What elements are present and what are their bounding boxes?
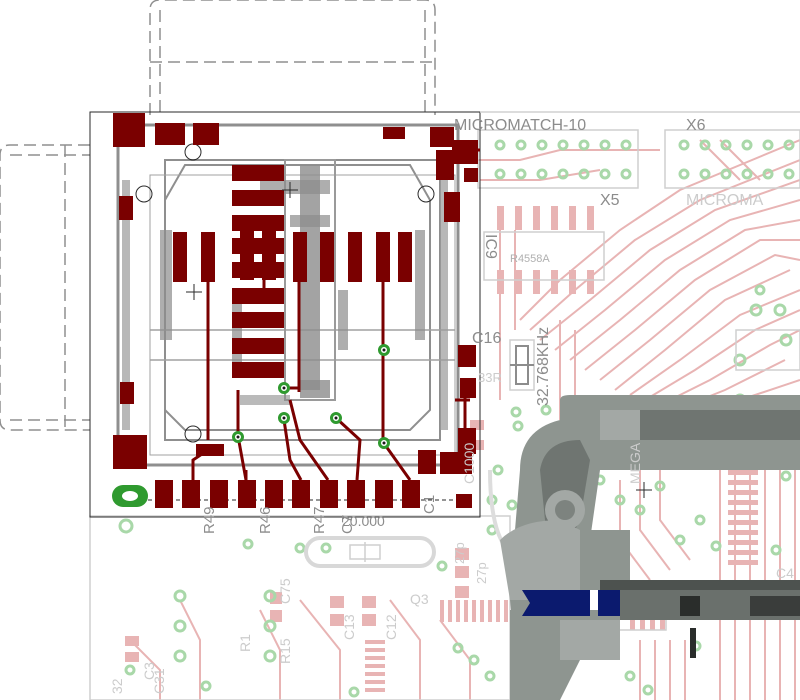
label-bottom-left-b: C31 <box>151 668 167 694</box>
label-r1: R1 <box>237 634 253 652</box>
label-q3: Q3 <box>410 591 429 607</box>
label-bottom-mid-a: 27p <box>452 542 467 564</box>
sd-card-holder-3d-icon <box>500 395 800 700</box>
label-crystal-freq: 32.768KHz <box>535 327 552 406</box>
label-micromatch-top: MICROMATCH-10 <box>454 117 586 134</box>
crystal-icon <box>510 345 534 385</box>
top-copper-pads <box>113 113 478 508</box>
label-x5: X5 <box>600 192 620 209</box>
label-c3: C3 <box>141 662 157 680</box>
jumper-pad[interactable] <box>112 485 148 507</box>
label-r15: R15 <box>277 638 293 664</box>
label-mega: MEGA <box>627 442 643 484</box>
bottom-vias <box>118 139 795 698</box>
label-c-right-a: C1000 <box>461 443 477 484</box>
label-bottom-left-a: 32 <box>109 678 125 694</box>
via-centres <box>236 348 386 445</box>
label-r33: 33R <box>478 370 502 385</box>
label-r47: R47 <box>311 506 328 534</box>
label-osc-value: 20.000 <box>342 513 385 529</box>
label-c1: C1 <box>421 495 438 514</box>
label-r49: R49 <box>201 506 218 534</box>
label-ic9: IC9 <box>482 234 499 259</box>
label-c12: C12 <box>383 614 399 640</box>
label-micromatch-bottom: MICROMA <box>686 192 764 209</box>
bottom-pads <box>125 206 758 692</box>
top-silkscreen <box>0 0 800 518</box>
label-c13: C13 <box>341 614 357 640</box>
label-ic9-part: R4558A <box>510 253 550 265</box>
resistor-row-labels: R49 R46 R47 C7 C1 <box>201 495 438 534</box>
label-c7: C7 <box>339 515 356 534</box>
label-r75: C75 <box>277 578 293 604</box>
crosshair-icon <box>186 182 652 498</box>
silkscreen-labels: MICROMATCH-10 X6 X5 MICROMA IC9 R4558A C… <box>109 117 794 694</box>
label-bottom-mid-b: 27p <box>474 562 489 584</box>
label-x6: X6 <box>686 117 706 134</box>
highlighted-part[interactable] <box>522 590 620 616</box>
top-copper-traces <box>191 148 480 481</box>
label-r46: R46 <box>257 506 274 534</box>
label-c4: C4 <box>776 565 794 581</box>
label-c16: C16 <box>472 330 501 347</box>
